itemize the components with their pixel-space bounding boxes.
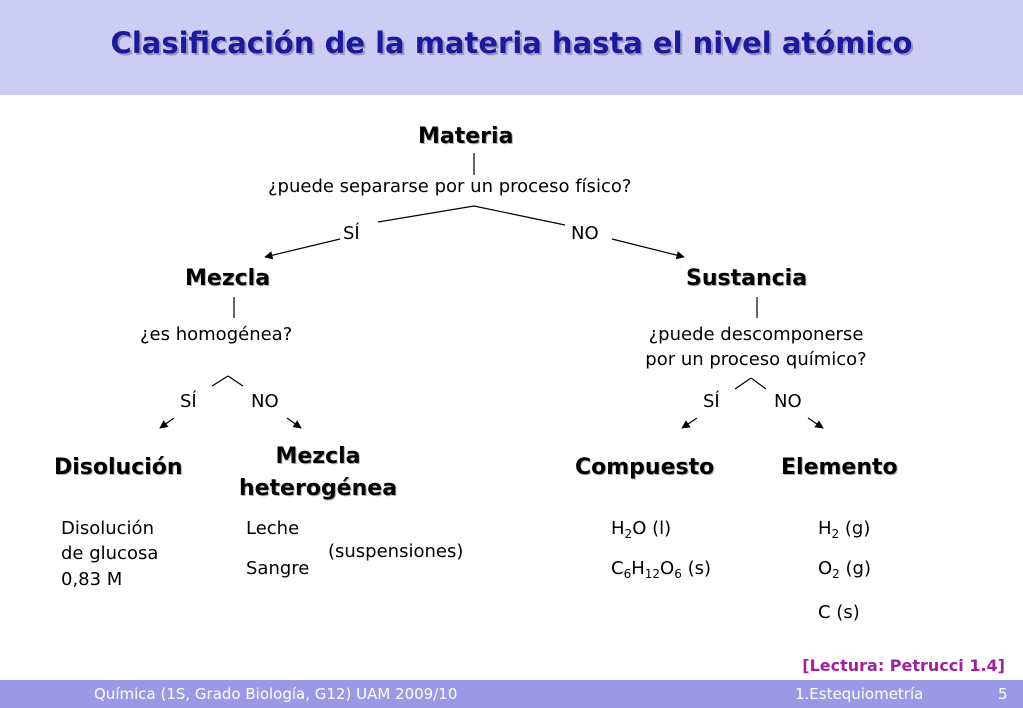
fork-right-3 — [750, 377, 767, 390]
fork-left-2 — [211, 375, 229, 387]
node-compuesto: Compuesto — [575, 455, 715, 480]
example-disolucion-line1: Disolución — [61, 518, 154, 539]
example-disolucion-line3: 0,83 M — [61, 569, 123, 590]
fork-right-1 — [473, 205, 566, 226]
question-separar: ¿puede separarse por un proceso físico? — [268, 176, 632, 197]
arrow-mezcla-het — [286, 417, 302, 429]
example-disolucion-line2: de glucosa — [61, 543, 159, 564]
label-no-1: NO — [571, 223, 599, 244]
title-bar — [0, 0, 1023, 95]
label-si-2: SÍ — [180, 391, 197, 412]
node-mezcla: Mezcla — [185, 266, 271, 291]
node-disolucion: Disolución — [54, 455, 183, 480]
example-glucose: C6H12O6 (s) — [611, 558, 712, 581]
question-descomponer-line1: ¿puede descomponerse — [648, 324, 864, 345]
example-o2: O2 (g) — [818, 558, 872, 581]
footer-chapter: 1.Estequiometría — [795, 685, 924, 703]
node-sustancia: Sustancia — [686, 266, 808, 291]
arrow-disolucion — [159, 417, 175, 429]
footer-page-number: 5 — [998, 685, 1008, 703]
example-h2: H2 (g) — [818, 518, 871, 541]
footer-bar — [0, 680, 1023, 708]
arrow-sustancia — [611, 238, 685, 260]
fork-left-3 — [734, 377, 752, 390]
arrow-compuesto — [681, 417, 698, 429]
label-no-3: NO — [774, 391, 802, 412]
node-mezcla-heterogenea-line1: Mezcla — [275, 444, 361, 469]
question-homogenea: ¿es homogénea? — [140, 324, 293, 345]
label-no-2: NO — [251, 391, 279, 412]
node-elemento: Elemento — [781, 455, 898, 480]
example-suspensiones: (suspensiones) — [328, 541, 464, 562]
fork-left-1 — [377, 205, 475, 223]
example-sangre: Sangre — [246, 558, 310, 579]
slide-title: Clasificación de la materia hasta el niv… — [110, 26, 913, 60]
example-water: H2O (l) — [611, 518, 672, 541]
label-si-1: SÍ — [343, 223, 360, 244]
label-si-3: SÍ — [703, 391, 720, 412]
question-descomponer-line2: por un proceso químico? — [645, 349, 867, 370]
fork-right-2 — [227, 375, 244, 387]
arrow-elemento — [807, 417, 824, 429]
reference-note: [Lectura: Petrucci 1.4] — [802, 656, 1005, 675]
footer-course: Química (1S, Grado Biología, G12) UAM 20… — [94, 685, 458, 703]
node-materia: Materia — [418, 124, 514, 149]
arrow-mezcla — [264, 238, 341, 260]
example-carbon: C (s) — [818, 602, 860, 623]
node-mezcla-heterogenea-line2: heterogénea — [238, 476, 398, 501]
example-leche: Leche — [246, 518, 300, 539]
